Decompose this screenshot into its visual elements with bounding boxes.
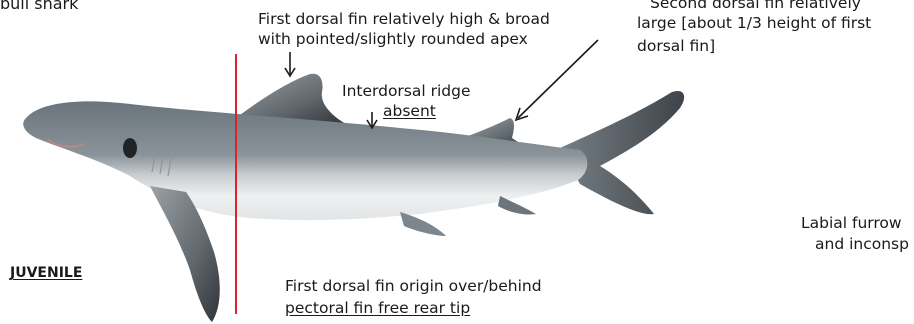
origin-label-line1: First dorsal fin origin over/behind	[285, 277, 542, 296]
interdorsal-label-line1: Interdorsal ridge	[342, 82, 471, 101]
second-dorsal-label-line3: dorsal fin]	[637, 37, 715, 56]
second-dorsal-label-line1: Second dorsal fin relatively	[650, 0, 861, 13]
interdorsal-label-line2: absent	[383, 102, 436, 121]
second-dorsal-label-line2: large [about 1/3 height of first	[637, 14, 871, 33]
labial-label-line1: Labial furrow	[801, 214, 902, 233]
arrow-second-dorsal	[516, 40, 598, 120]
pelvic-fin	[400, 212, 446, 236]
first-dorsal-label-line2: with pointed/slightly rounded apex	[258, 30, 528, 49]
eye	[123, 138, 137, 158]
first-dorsal-label-line1: First dorsal fin relatively high & broad	[258, 10, 550, 29]
labial-label-line2: and inconsp	[815, 235, 909, 254]
origin-label-line2: pectoral fin free rear tip	[285, 299, 470, 318]
species-title: bull shark	[0, 0, 78, 13]
anal-fin	[498, 196, 536, 215]
arrow-first-dorsal	[285, 52, 295, 76]
stage-label: JUVENILE	[10, 264, 82, 283]
